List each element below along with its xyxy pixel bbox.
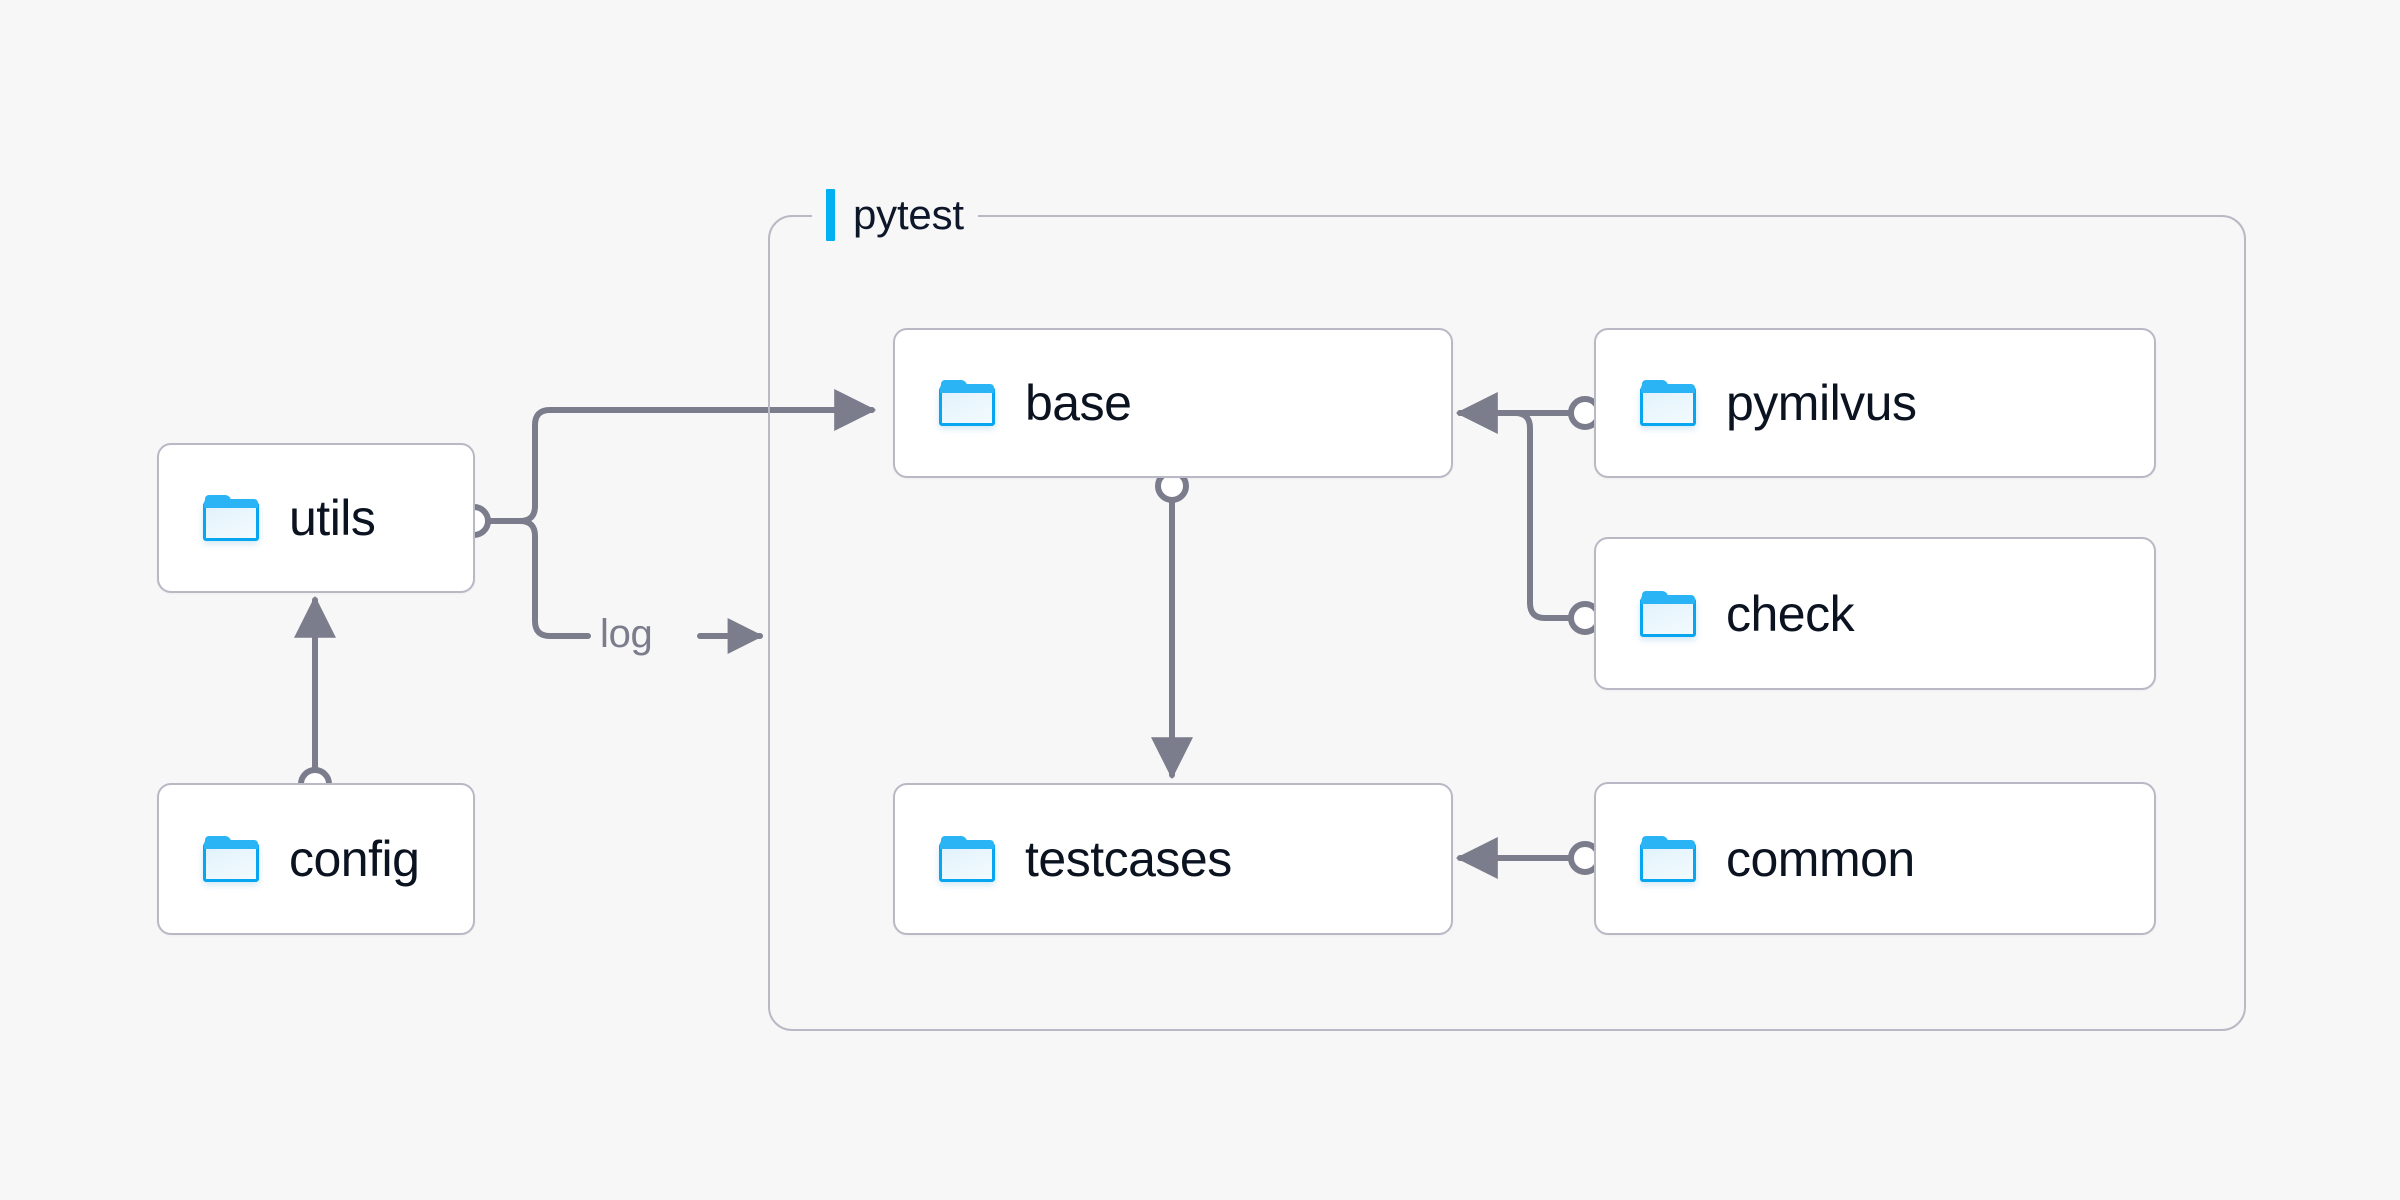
node-common-label: common (1726, 830, 1915, 887)
node-utils[interactable]: utils (157, 443, 475, 593)
folder-icon (1640, 590, 1696, 637)
group-pytest-label-text: pytest (853, 191, 964, 238)
node-base-label: base (1025, 375, 1132, 431)
node-config[interactable]: config (157, 783, 475, 935)
node-testcases-label: testcases (1025, 831, 1232, 887)
node-check[interactable]: check (1594, 537, 2156, 690)
node-config-label: config (289, 831, 420, 887)
node-pymilvus-label: pymilvus (1726, 375, 1917, 431)
folder-icon (1640, 835, 1696, 882)
folder-icon (939, 836, 995, 882)
group-pytest[interactable] (768, 215, 2246, 1031)
group-accent-bar (826, 189, 835, 241)
node-check-label: check (1726, 585, 1855, 642)
folder-icon (203, 836, 259, 882)
node-utils-label: utils (289, 490, 376, 546)
folder-icon (203, 495, 259, 541)
node-base[interactable]: base (893, 328, 1453, 478)
folder-icon (1640, 380, 1696, 426)
node-common[interactable]: common (1594, 782, 2156, 935)
group-pytest-label: pytest (812, 187, 978, 243)
node-testcases[interactable]: testcases (893, 783, 1453, 935)
node-pymilvus[interactable]: pymilvus (1594, 328, 2156, 478)
folder-icon (939, 380, 995, 426)
edge-label-log: log (600, 612, 653, 656)
